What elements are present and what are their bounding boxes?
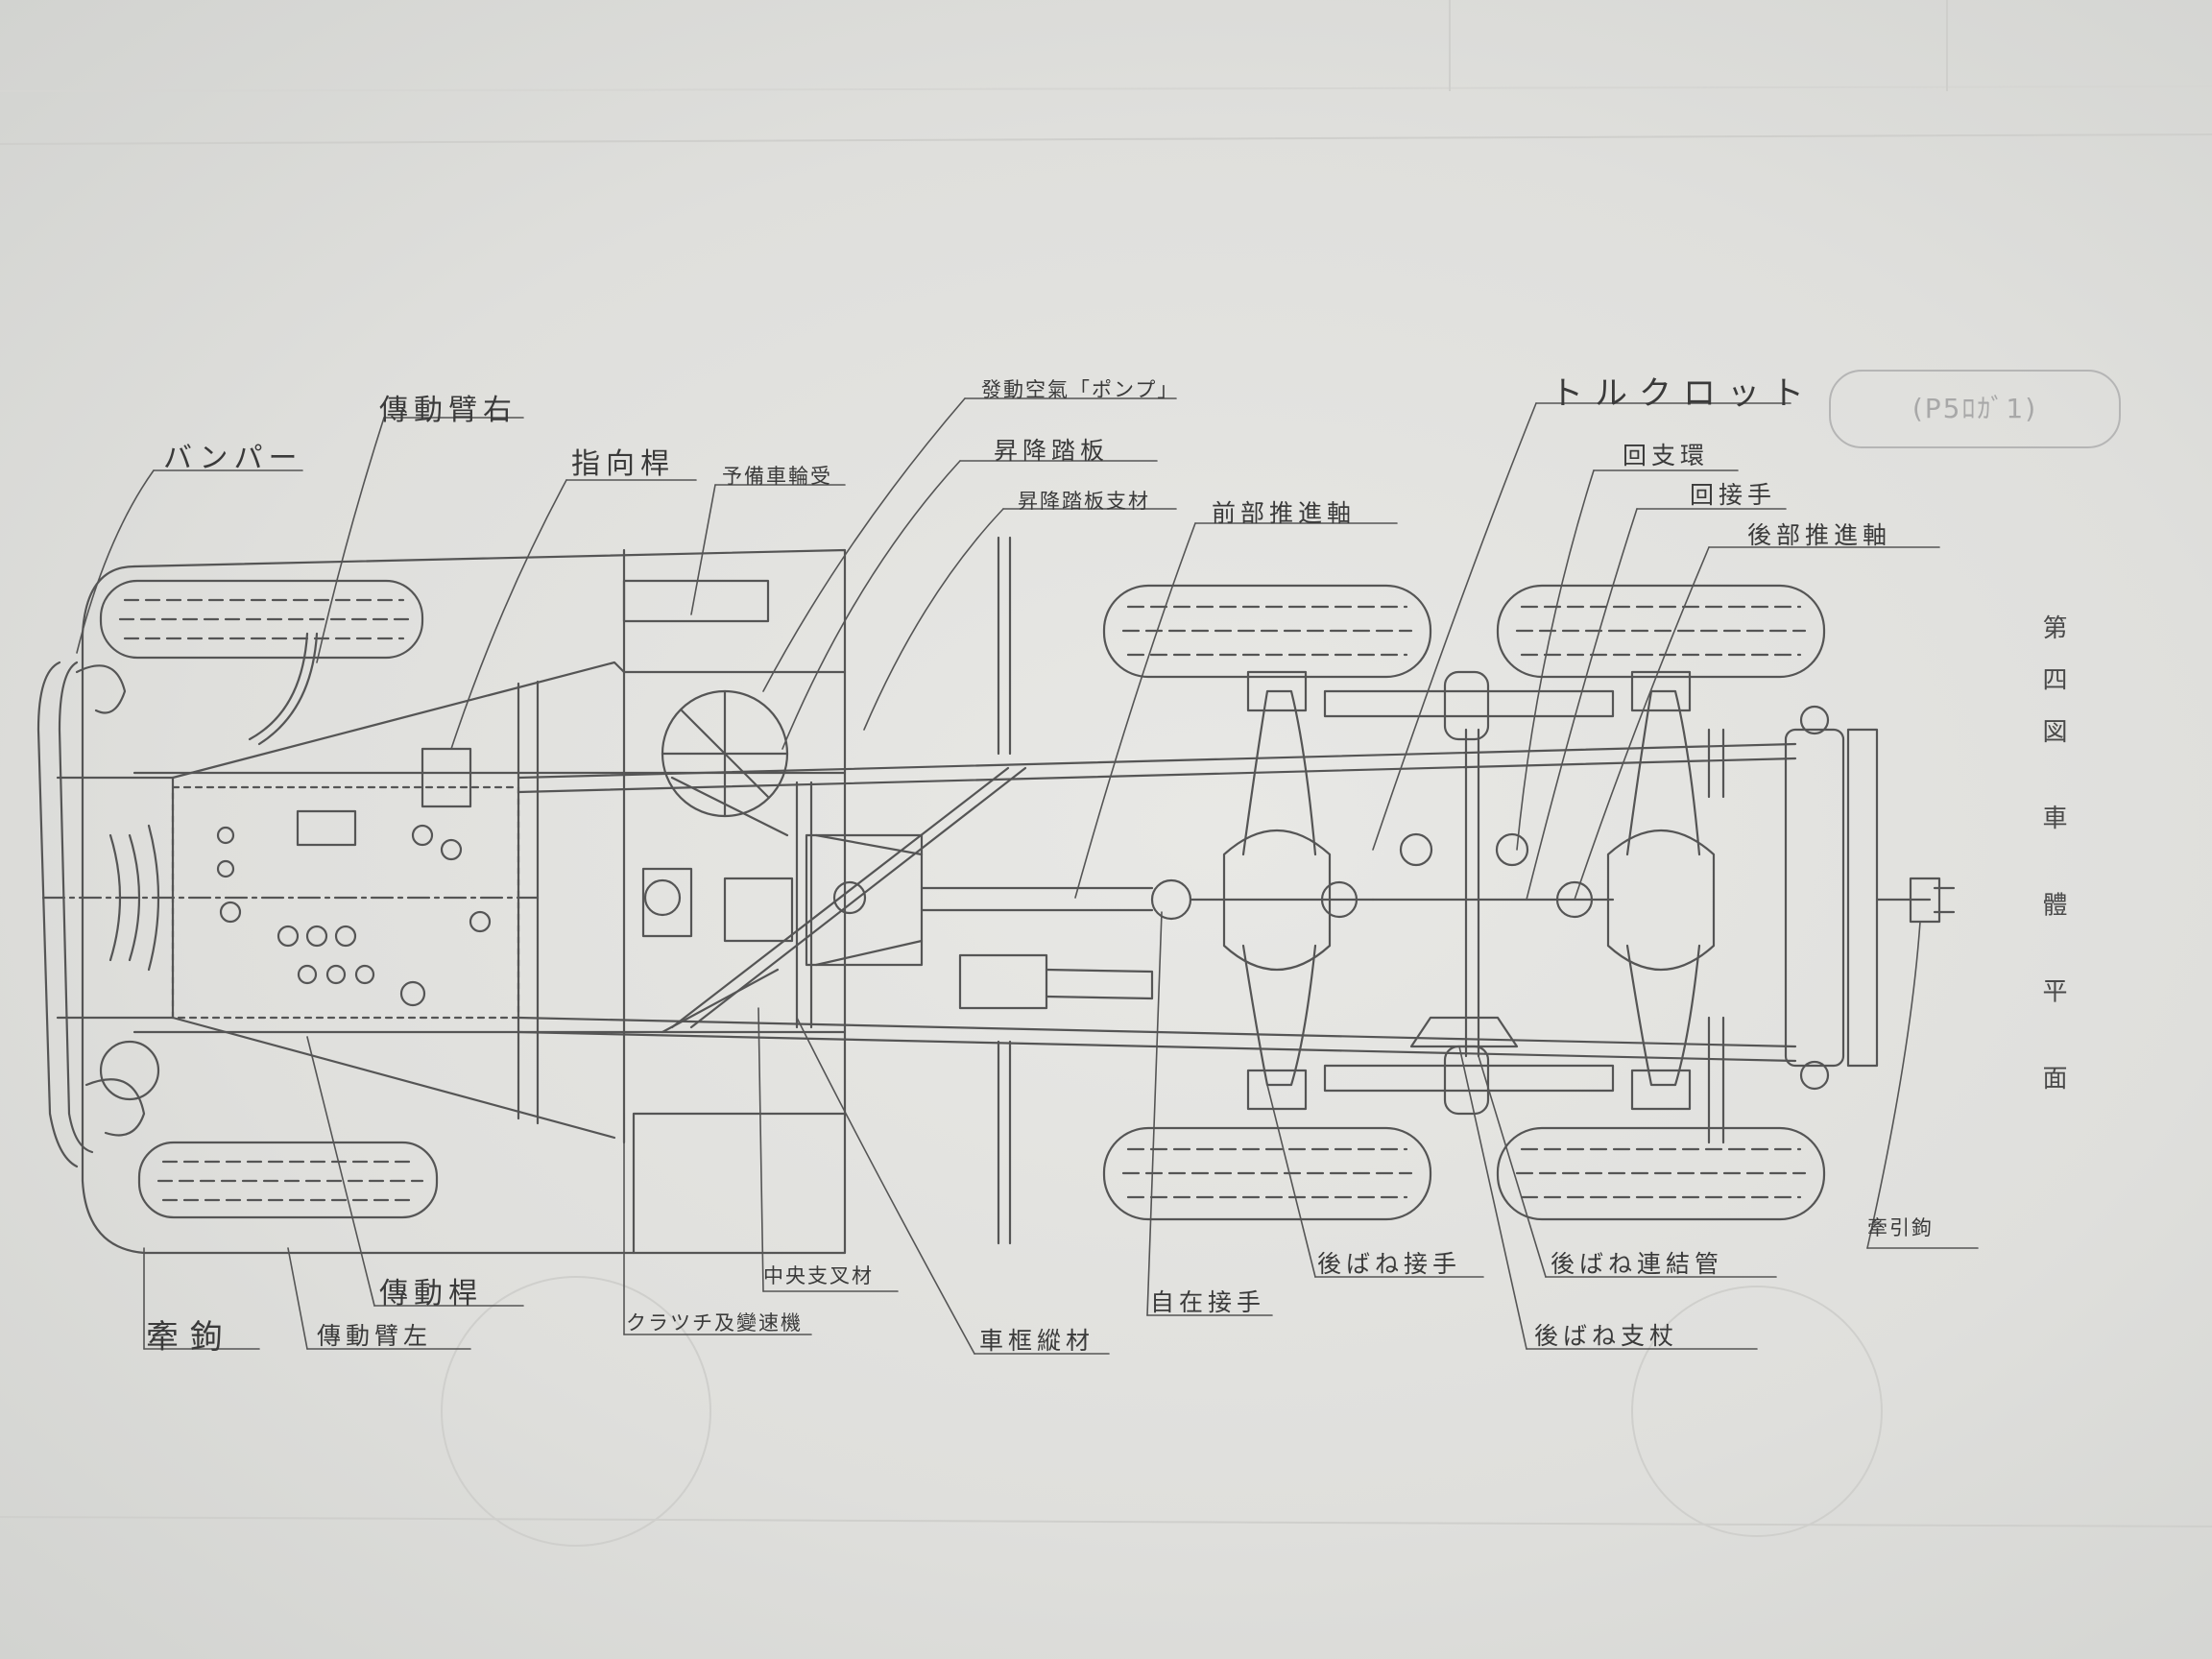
front-rear-axle [1189, 670, 1375, 1111]
figure-title: 第四図 車 體 平 面 [2038, 614, 2067, 1118]
label-rear-propeller-shaft: 後部推進軸 [1747, 521, 1892, 549]
label-torque-rod: トルクロット [1551, 374, 1815, 413]
front-left-tire [99, 579, 424, 660]
label-universal-joint: 自在接手 [1150, 1288, 1266, 1316]
label-rear-spring-joint: 後ばね接手 [1317, 1250, 1462, 1278]
gearbox [641, 833, 1154, 1010]
paper-artifacts [0, 0, 2212, 1547]
label-front-propeller-shaft: 前部推進軸 [1212, 499, 1357, 527]
front-right-tire [137, 1141, 439, 1219]
front-propeller-shaft [920, 878, 1192, 921]
label-rear-spring-support: 後ばね支杖 [1534, 1322, 1679, 1350]
label-bumper: バンパー [163, 442, 303, 475]
steering-wheel [661, 689, 789, 818]
label-drive-lever: 傳動桿 [379, 1277, 483, 1310]
cowl [622, 579, 847, 674]
label-step-board-support: 昇降踏板支材 [1018, 490, 1150, 513]
label-clutch-transmission: クラツチ及變速機 [626, 1311, 803, 1334]
label-rotary-joint: 回接手 [1690, 481, 1777, 509]
center-x-brace [661, 766, 1027, 1034]
label-center-support: 中央支叉材 [763, 1264, 874, 1287]
leader-lines [76, 397, 1979, 1355]
label-drive-arm-left: 傳動臂左 [317, 1322, 433, 1350]
engine-block [216, 632, 492, 1007]
label-steering-lever: 指向桿 [571, 447, 675, 481]
rear-wheel-lower-front [1102, 1126, 1432, 1221]
label-step-board: 昇降踏板 [994, 437, 1110, 465]
pencil-annotation: (P5ﾛｶﾞ1) [1829, 370, 2121, 448]
label-spare-wheel-mount: 予備車輪受 [722, 465, 832, 488]
label-towing-hook-front: 牽鉤 [146, 1318, 234, 1357]
rear-wheel-upper-front [1102, 584, 1432, 679]
label-towing-hook-rear: 牽引鉤 [1867, 1216, 1934, 1239]
rear-rear-axle [1371, 670, 1716, 1111]
rear-wheel-lower-rear [1496, 1126, 1826, 1221]
label-drive-arm-right: 傳動臂右 [379, 394, 517, 427]
radiator [41, 785, 540, 1020]
label-power-air-pump: 發動空氣「ポンプ」 [981, 378, 1180, 401]
hood [171, 661, 626, 1140]
rear-crossmember [1784, 705, 1956, 1091]
rear-wheel-upper-rear [1496, 584, 1826, 679]
label-rotating-ring: 回支環 [1623, 442, 1710, 469]
front-bumper [36, 661, 175, 1168]
body-outline [81, 548, 847, 1255]
support-posts [1707, 728, 1725, 1144]
label-rear-spring-connecting-pipe: 後ばね連結管 [1551, 1250, 1724, 1278]
chassis-frame [517, 536, 1797, 1245]
label-frame-longitudinal: 車框縱材 [979, 1327, 1095, 1355]
